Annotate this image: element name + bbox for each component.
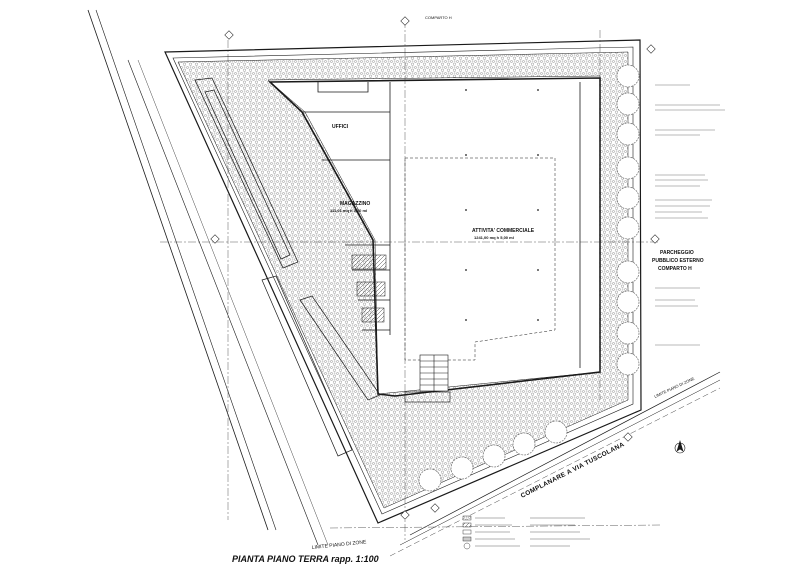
room-label-magazzino: MAGAZZINO <box>340 201 370 207</box>
room-area-magazzino: 111,01 mq h 3,00 ml <box>330 208 367 213</box>
staircase <box>404 354 451 403</box>
column-marks <box>465 89 539 321</box>
callout-lines <box>655 84 725 346</box>
legend-lines <box>475 517 590 547</box>
drawing-title: PIANTA PIANO TERRA rapp. 1:100 <box>232 554 379 564</box>
tree-row-east <box>616 64 640 376</box>
street-label-complanare: COMPLANARE A VIA TUSCOLANA <box>520 441 626 500</box>
tree-row-south <box>418 420 568 492</box>
room-label-uffici: UFFICI <box>332 124 349 130</box>
toilets-block <box>351 254 387 323</box>
legend-swatches <box>462 515 472 550</box>
site-boundary <box>164 39 642 524</box>
parking-label-2: PUBBLICO ESTERNO <box>652 258 704 264</box>
room-label-attivita: ATTIVITA' COMMERCIALE <box>472 228 535 234</box>
parking-label-1: PARCHEGGIO <box>660 250 694 256</box>
west-road-lines <box>87 9 329 546</box>
west-strip <box>194 77 381 457</box>
building-inner-walls <box>302 82 581 368</box>
comparto-top-label: COMPARTO H <box>425 15 452 20</box>
limite-label-right: LIMITE PIANO DI ZONE <box>653 376 695 399</box>
elevation-markers <box>210 16 660 520</box>
parking-label-3: COMPARTO H <box>658 266 692 272</box>
building-outline <box>268 77 601 397</box>
commercial-zone-outline <box>404 157 556 361</box>
north-arrow-icon <box>674 439 686 454</box>
axis-lines <box>160 20 661 540</box>
southeast-road-lines <box>389 371 721 557</box>
room-area-attivita: 1241,00 mq h 5,00 ml <box>474 235 514 240</box>
limite-label-bottom: LIMITE PIANO DI ZONE <box>312 539 368 551</box>
